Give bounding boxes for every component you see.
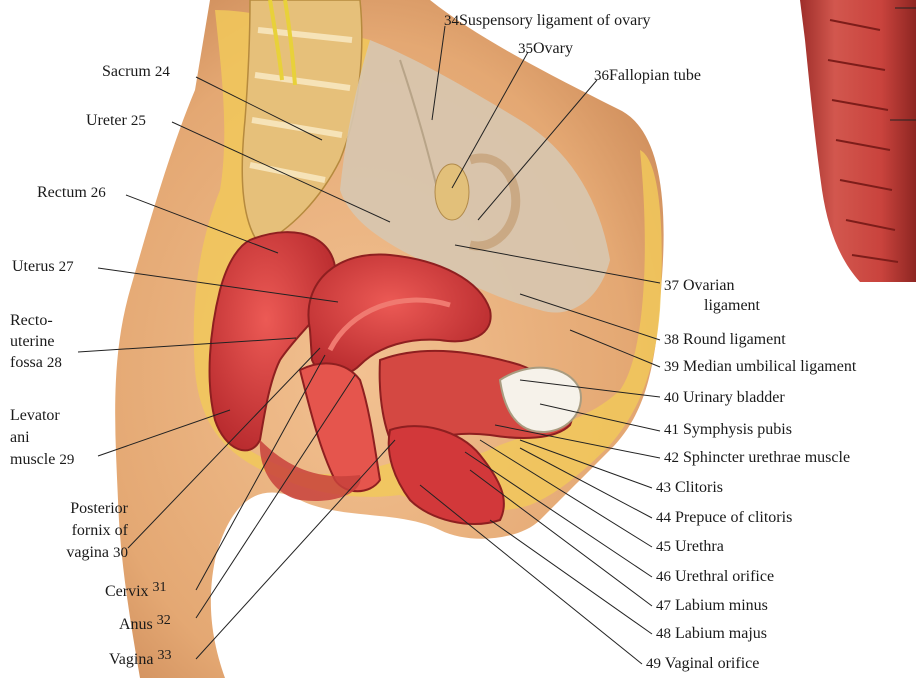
label-urethra: 45 Urethra: [656, 538, 724, 556]
label-ureter: Ureter 25: [86, 112, 146, 130]
label-vagina: Vagina 33: [109, 651, 171, 670]
label-levator-ani: Levator ani muscle 29: [10, 405, 74, 471]
label-prepuce-of-clitoris: 44 Prepuce of clitoris: [656, 509, 792, 527]
label-symphysis-pubis: 41 Symphysis pubis: [664, 421, 792, 439]
label-fallopian-tube: 36Fallopian tube: [594, 67, 701, 85]
label-labium-minus: 47 Labium minus: [656, 597, 768, 615]
label-cervix: Cervix 31: [105, 583, 167, 602]
label-clitoris: 43 Clitoris: [656, 479, 723, 497]
ovary-shape: [435, 164, 469, 220]
label-posterior-fornix: Posterior fornix of vagina 30: [18, 498, 128, 564]
label-labium-majus: 48 Labium majus: [656, 625, 767, 643]
label-rectum: Rectum 26: [37, 184, 106, 202]
label-uterus: Uterus 27: [12, 258, 74, 276]
label-urethral-orifice: 46 Urethral orifice: [656, 568, 774, 586]
label-ovary: 35Ovary: [518, 40, 573, 58]
label-recto-uterine-fossa: Recto- uterine fossa 28: [10, 310, 62, 374]
label-sacrum: Sacrum 24: [102, 63, 170, 81]
label-ovarian-ligament: 37 Ovarian ligament: [664, 276, 760, 316]
label-suspensory-ligament: 34Suspensory ligament of ovary: [444, 12, 651, 30]
label-urinary-bladder: 40 Urinary bladder: [664, 389, 785, 407]
label-median-umbilical-ligament: 39 Median umbilical ligament: [664, 358, 856, 376]
label-sphincter-urethrae: 42 Sphincter urethrae muscle: [664, 449, 850, 467]
label-round-ligament: 38 Round ligament: [664, 331, 786, 349]
label-anus: Anus 32: [119, 616, 171, 635]
label-vaginal-orifice: 49 Vaginal orifice: [646, 655, 759, 673]
